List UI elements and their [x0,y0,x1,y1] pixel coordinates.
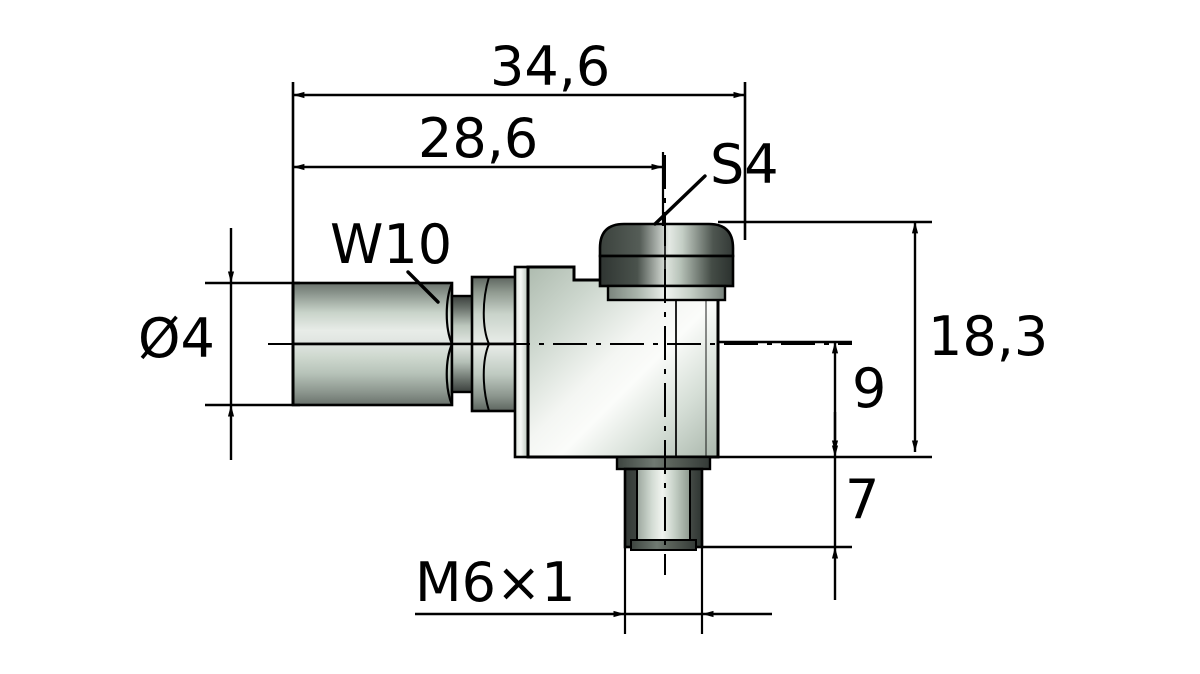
leader-line-w10 [406,270,440,304]
dim-label-body-length: 28,6 [418,107,539,170]
dim-label-thread-spec: M6×1 [415,551,576,614]
hex-nut [470,275,518,413]
dim-label-overall-height: 18,3 [928,305,1049,368]
centre-lines [268,155,852,575]
dim-label-overall-length: 34,6 [490,35,611,98]
dim-label-thread-length: 7 [845,468,880,531]
callout-leaders [406,174,707,304]
dimension-lines [205,82,932,634]
callout-label-hex-wrench: W10 [330,213,453,276]
dim-label-axis-height: 9 [852,357,887,420]
threaded-stud [615,455,712,551]
body-flange [513,265,530,459]
dim-label-tube-diameter: Ø4 [138,307,215,370]
part-geometry [268,155,852,575]
callout-label-socket-size: S4 [710,133,779,196]
leader-line-s4 [653,174,707,226]
top-cap [598,222,735,302]
inlet-tube [291,281,454,407]
